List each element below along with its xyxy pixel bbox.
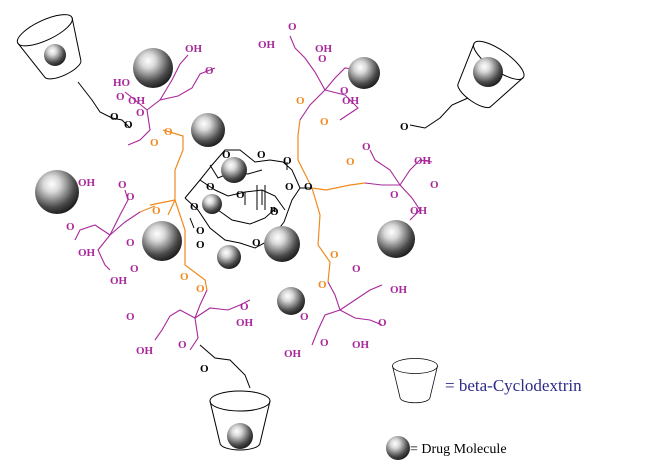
drug-molecule: [221, 157, 247, 183]
atom-label: OH: [136, 345, 154, 357]
atom-label: O: [320, 337, 329, 349]
orange-oxygen-labels: O O O O O O O O O O: [150, 95, 355, 295]
atom-label: O: [285, 181, 294, 193]
atom-label: O: [283, 155, 292, 167]
atom-label: O: [150, 137, 159, 149]
atom-label: O: [257, 149, 266, 161]
drug-molecule: [473, 57, 503, 87]
atom-label: O: [196, 239, 205, 251]
atom-label: O: [110, 111, 119, 123]
atom-label: OH: [352, 339, 370, 351]
legend-drug-label: = Drug Molecule: [410, 442, 507, 457]
atom-label: OH: [185, 43, 203, 55]
drug-molecule: [35, 170, 79, 214]
atom-label: O: [390, 189, 399, 201]
drug-molecule: [44, 44, 66, 66]
atom-label: HO: [113, 77, 131, 89]
drug-molecule: [133, 48, 173, 88]
atom-label: O: [270, 206, 279, 218]
atom-label: O: [178, 339, 187, 351]
atom-label: O: [362, 141, 371, 153]
atom-label: O: [320, 116, 329, 128]
legend: = beta-Cyclodextrin = Drug Molecule: [386, 358, 582, 460]
drug-molecule: [191, 113, 225, 147]
atom-label: O: [252, 237, 261, 249]
drug-molecule: [202, 194, 222, 214]
atom-label: O: [124, 119, 133, 131]
atom-label: O: [222, 149, 231, 161]
atom-label: O: [126, 311, 135, 323]
atom-label: OH: [78, 247, 96, 259]
atom-label: O: [66, 221, 75, 233]
atom-label: O: [190, 201, 199, 213]
drug-molecule: [348, 57, 380, 89]
atom-label: OH: [284, 348, 302, 360]
atom-label: O: [304, 181, 313, 193]
atom-label: OH: [110, 275, 128, 287]
legend-cyclodextrin-label: = beta-Cyclodextrin: [445, 376, 582, 395]
atom-label: O: [206, 181, 215, 193]
atom-label: OH: [390, 284, 408, 296]
atom-label: OH: [342, 95, 360, 107]
atom-label: O: [196, 283, 205, 295]
atom-label: O: [300, 311, 309, 323]
atom-label: O: [340, 85, 349, 97]
atom-label: O: [378, 317, 387, 329]
atom-label: O: [330, 249, 339, 261]
atom-label: O: [288, 21, 297, 33]
atom-label: O: [196, 225, 205, 237]
atom-label: OH: [236, 317, 254, 329]
atom-label: O: [130, 263, 139, 275]
cd-linker-bonds: [77, 81, 469, 389]
atom-label: OH: [410, 205, 428, 217]
atom-label: OH: [315, 43, 333, 55]
atom-label: O: [152, 205, 161, 217]
atom-label: O: [200, 363, 209, 375]
atom-label: O: [318, 53, 327, 65]
atom-label: O: [240, 301, 249, 313]
drug-molecule: [227, 423, 253, 449]
atom-label: OH: [258, 39, 276, 51]
core-atom-labels: O O O O O O O O O O O O n O O O O: [110, 111, 409, 375]
atom-label: O: [400, 121, 409, 133]
drug-molecules: [35, 44, 503, 449]
atom-label: O: [116, 91, 125, 103]
atom-label: O: [205, 65, 214, 77]
atom-label: O: [296, 95, 305, 107]
atom-label: O: [430, 179, 439, 191]
drug-molecule: [277, 287, 305, 315]
atom-label: O: [136, 107, 145, 119]
drug-molecule: [264, 226, 300, 262]
atom-label: O: [318, 279, 327, 291]
citric-acid-arms: [74, 35, 433, 351]
atom-label: O: [118, 179, 127, 191]
atom-label: O: [352, 263, 361, 275]
atom-label: OH: [78, 177, 96, 189]
atom-label: O: [164, 126, 173, 138]
atom-label: O: [180, 271, 189, 283]
atom-label: OH: [414, 155, 432, 167]
polymer-repeat-n: n: [270, 203, 276, 215]
atom-label: O: [346, 156, 355, 168]
arm-atom-labels: OH O HO O OH O OH O OH O O OH O OH O O O…: [66, 21, 439, 360]
atom-label: O: [126, 237, 135, 249]
drug-molecule-icon: [386, 436, 410, 460]
drug-molecule: [377, 220, 415, 258]
atom-label: O: [236, 189, 245, 201]
core-linker-bonds: [139, 119, 366, 291]
atom-label: OH: [128, 95, 146, 107]
drug-molecule: [217, 245, 241, 269]
drug-molecule: [142, 221, 182, 261]
atom-label: O: [126, 191, 135, 203]
legend-cyclodextrin-icon: [392, 358, 438, 404]
